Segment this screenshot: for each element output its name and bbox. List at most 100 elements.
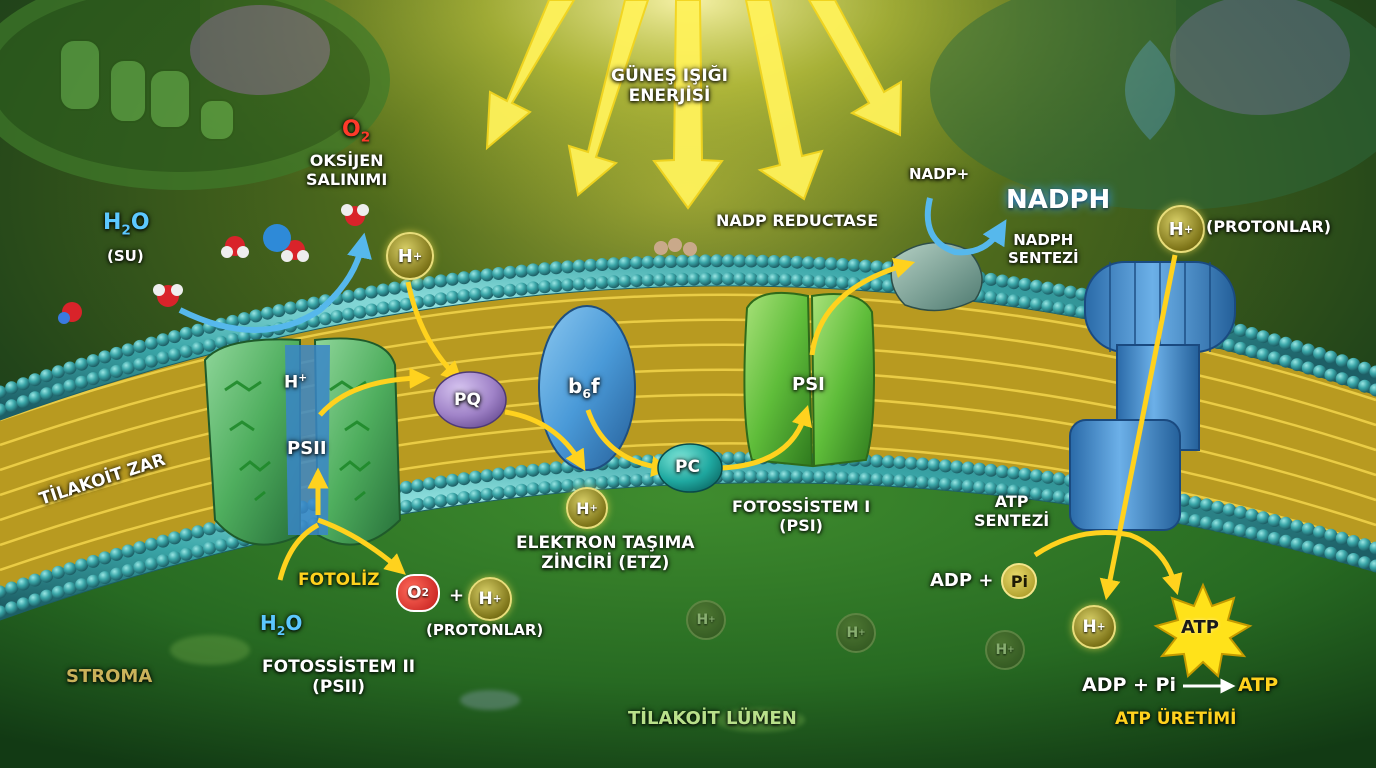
lipid-head <box>984 272 998 286</box>
lipid-head <box>870 278 884 292</box>
lipid-head <box>1007 484 1021 498</box>
lipid-head <box>156 333 170 347</box>
lipid-head <box>538 280 552 294</box>
lipid-head <box>1347 535 1360 548</box>
lipid-head <box>144 336 158 350</box>
lipid-head <box>1279 336 1293 350</box>
lipid-head <box>664 273 678 286</box>
nadph-synthesis-label: NADPH SENTEZİ <box>1008 231 1079 267</box>
pc-molecule <box>657 443 723 493</box>
lipid-head <box>756 254 770 268</box>
lipid-head <box>203 522 216 536</box>
lipid-head <box>515 464 529 478</box>
h-plus-badge-etz: H+ <box>566 487 608 529</box>
lipid-head <box>237 312 251 326</box>
lipid-head <box>1222 521 1236 535</box>
lipid-head <box>1279 534 1293 548</box>
lipid-head <box>1313 543 1327 557</box>
lipid-head <box>1290 340 1304 354</box>
lipid-head <box>98 551 112 565</box>
lipid-head <box>1052 283 1066 297</box>
lipid-head <box>179 547 193 561</box>
lipid-head <box>179 344 193 358</box>
lipid-head <box>376 283 390 297</box>
lipid-head <box>1335 354 1349 368</box>
lipid-head <box>434 292 448 306</box>
lipid-head <box>733 254 747 268</box>
lipid-head <box>480 487 494 501</box>
lipid-head <box>699 254 712 268</box>
h-plus-faint-3: H+ <box>985 630 1025 670</box>
lipid-head <box>526 482 540 496</box>
lipid-head <box>767 469 781 483</box>
lipid-head <box>411 498 425 511</box>
lipid-head <box>446 492 459 506</box>
lipid-head <box>973 462 987 476</box>
lipid-head <box>813 256 827 270</box>
lipid-head <box>75 357 89 371</box>
lipid-head <box>824 470 838 484</box>
lipid-head <box>0 605 7 619</box>
lipid-head <box>0 385 7 399</box>
lipid-head <box>1052 472 1066 486</box>
atp-production-label: ATP ÜRETİMİ <box>1115 709 1237 729</box>
electron-flow-arrows <box>277 257 1183 596</box>
lipid-head <box>1018 485 1032 499</box>
lipid-head <box>939 459 952 473</box>
lipid-head <box>1030 297 1043 311</box>
lipid-head <box>144 557 158 571</box>
lipid-head <box>984 290 998 304</box>
lipid-head <box>203 541 216 555</box>
lipid-head <box>5 399 19 413</box>
lipid-head <box>572 259 586 273</box>
lipid-head <box>676 272 689 286</box>
lipid-head <box>790 255 804 269</box>
lipid-head <box>549 261 563 275</box>
lipid-head <box>434 494 448 508</box>
tilakoit-lumen-label: TİLAKOİT LÜMEN <box>628 708 797 729</box>
lipid-head <box>572 277 586 291</box>
psii-h-plus-label: H+ <box>284 372 308 393</box>
lipid-head <box>1290 358 1304 372</box>
lipid-head <box>121 361 135 375</box>
lipid-head <box>1018 467 1032 481</box>
lipid-head <box>388 299 402 313</box>
protonlar-bottom-label: (PROTONLAR) <box>426 621 544 639</box>
lipid-head <box>237 330 251 344</box>
lipid-head <box>870 454 884 468</box>
lipid-head <box>1301 361 1315 375</box>
lipid-head <box>399 499 413 513</box>
lipid-head <box>168 551 182 564</box>
lipid-head <box>480 286 494 300</box>
etz-label: ELEKTRON TAŞIMA ZİNCİRİ (ETZ) <box>516 533 695 574</box>
lipid-head <box>399 480 413 494</box>
plus-sign: + <box>449 585 465 606</box>
lipid-head <box>526 263 540 277</box>
lipid-head <box>1188 496 1202 510</box>
lipid-head <box>1358 538 1372 552</box>
small-protein-dots <box>654 238 697 256</box>
lipid-head <box>469 287 482 301</box>
lipid-head <box>526 463 540 477</box>
psi-label: PSI <box>792 374 825 395</box>
lipid-head <box>28 573 42 587</box>
lipid-head <box>121 343 135 357</box>
lipid-head <box>584 258 598 272</box>
lipid-head <box>434 475 448 489</box>
lipid-head <box>767 273 781 286</box>
lipid-head <box>376 301 390 315</box>
lipid-head <box>1245 327 1259 340</box>
lipid-head <box>422 477 436 491</box>
o2-top-label: O2 <box>342 117 371 146</box>
water-molecules <box>58 204 369 324</box>
lipid-head <box>1324 546 1338 560</box>
lipid-head <box>549 461 563 475</box>
lipid-head <box>1030 279 1043 293</box>
lipid-head <box>1030 487 1043 501</box>
nadp-to-nadph-arrow <box>924 197 1007 256</box>
lipid-head <box>1301 540 1315 554</box>
lipid-head <box>779 273 793 287</box>
fotoliz-label: FOTOLİZ <box>298 570 380 590</box>
lipid-head <box>156 351 170 365</box>
lipid-head <box>388 281 402 295</box>
